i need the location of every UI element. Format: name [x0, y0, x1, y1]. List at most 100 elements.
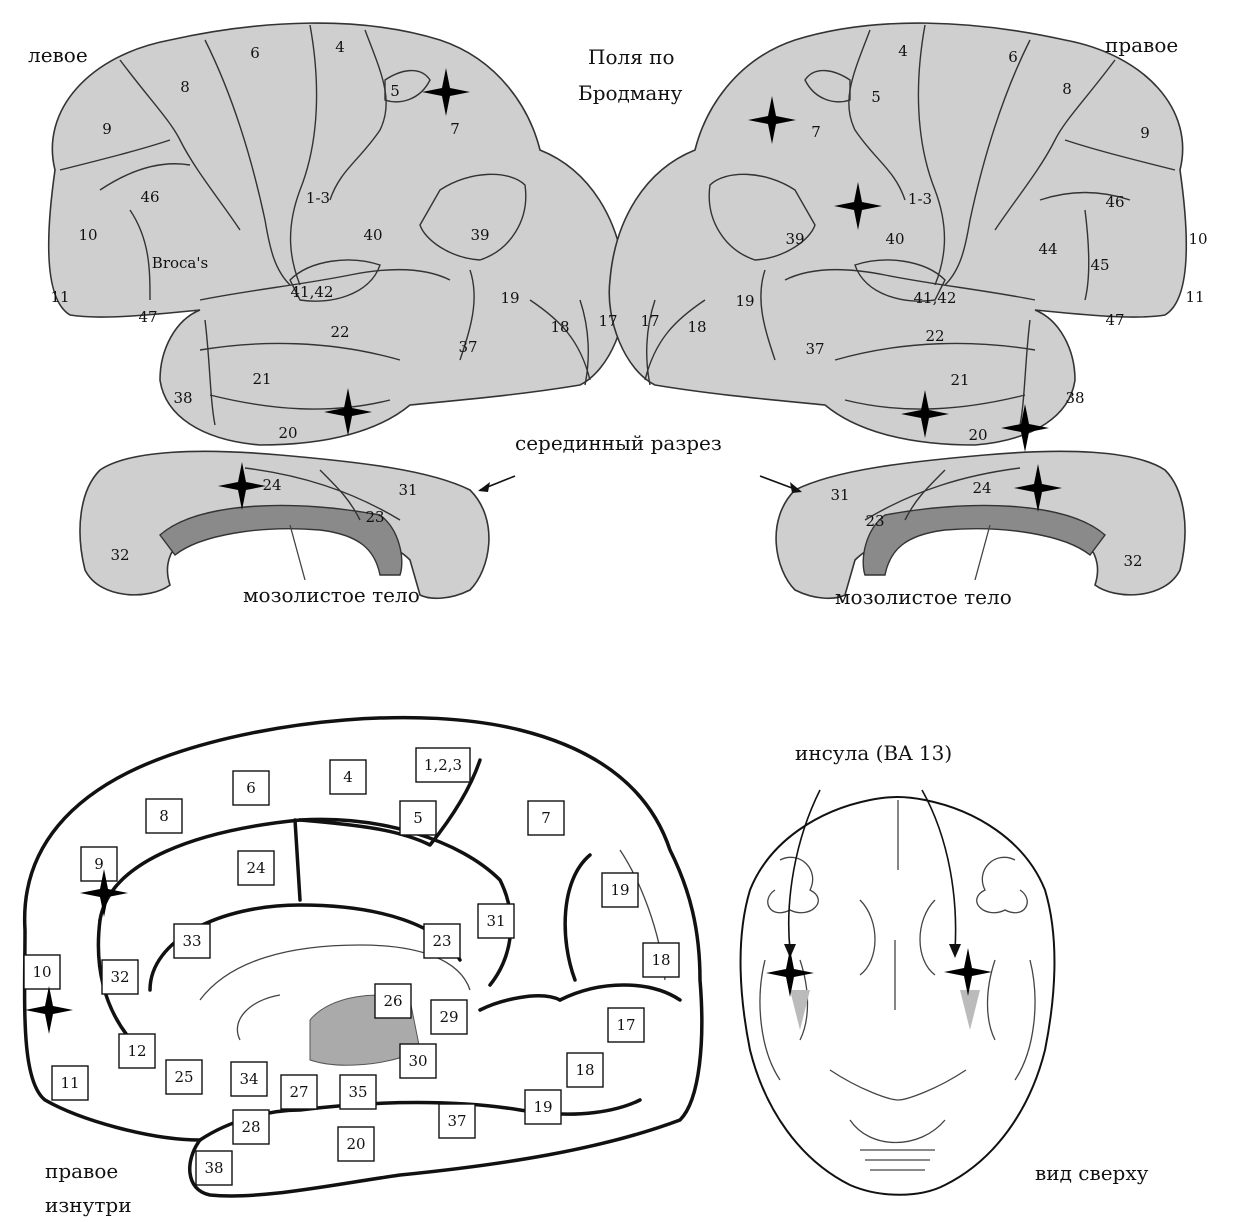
right-lateral-area-label: 6 [1008, 48, 1018, 66]
left-lateral-area-label: 18 [550, 318, 569, 336]
left-lateral-hemisphere [49, 23, 626, 445]
left-lateral-area-label: 11 [50, 288, 69, 306]
right-lateral-area-label: 7 [811, 123, 821, 141]
inner-view-area-box: 18 [643, 943, 679, 977]
left-lateral-area-label: 9 [102, 120, 112, 138]
inner-view-area-label: 19 [533, 1098, 552, 1116]
inner-view-area-label: 6 [246, 779, 256, 797]
title-line-1: Поля по [588, 45, 675, 69]
right-inside-caption-2: изнутри [45, 1193, 132, 1217]
left-lateral-area-label: 6 [250, 44, 260, 62]
inner-view-area-box: 5 [400, 801, 436, 835]
right-lateral-area-label: 20 [968, 426, 987, 444]
inner-view-area-label: 24 [246, 859, 265, 877]
left-corpus-callosum-caption: мозолистое тело [243, 583, 420, 607]
inner-view-area-label: 4 [343, 768, 353, 786]
inner-view-area-label: 31 [486, 912, 505, 930]
right-corpus-callosum [863, 505, 1105, 575]
inner-view-area-box: 20 [338, 1127, 374, 1161]
right-lateral-area-label: 19 [735, 292, 754, 310]
inner-view-area-label: 19 [610, 881, 629, 899]
right-lateral-area-label: 44 [1038, 240, 1057, 258]
inner-view-area-box: 26 [375, 984, 411, 1018]
right-lateral-area-label: 37 [805, 340, 824, 358]
inner-view-area-label: 18 [651, 951, 670, 969]
right-medial-area-label: 24 [972, 479, 991, 497]
left-lateral-area-label: 4 [335, 38, 345, 56]
inner-view-area-label: 26 [383, 992, 402, 1010]
medial-section-caption: серединный разрез [515, 431, 722, 455]
right-lateral-area-label: 5 [871, 88, 881, 106]
inner-view-area-box: 12 [119, 1034, 155, 1068]
inner-view-area-box: 1,2,3 [416, 748, 470, 782]
right-inside-caption-1: правое [45, 1159, 118, 1183]
activation-star-marker [25, 986, 73, 1034]
inner-view-area-label: 29 [439, 1008, 458, 1026]
right-lateral-area-label: 10 [1188, 230, 1207, 248]
left-medial-area-label: 31 [398, 481, 417, 499]
right-lateral-area-label: 11 [1185, 288, 1204, 306]
left-lateral-area-label: 37 [458, 338, 477, 356]
right-lateral-area-label: 41,42 [914, 289, 957, 307]
left-lateral-area-label: 39 [470, 226, 489, 244]
inner-view-area-label: 20 [346, 1135, 365, 1153]
title-line-2: Бродману [578, 81, 683, 105]
inner-view-area-label: 10 [32, 963, 51, 981]
inner-view-area-box: 10 [24, 955, 60, 989]
inner-view-area-label: 30 [408, 1052, 427, 1070]
left-lateral-area-label: 21 [252, 370, 271, 388]
inner-view-area-label: 1,2,3 [424, 756, 462, 774]
right-lateral-area-label: 47 [1105, 311, 1124, 329]
left-hemisphere-caption: левое [28, 43, 88, 67]
inner-view-area-box: 4 [330, 760, 366, 794]
inner-view-area-label: 33 [182, 932, 201, 950]
left-lateral-area-label: 8 [180, 78, 190, 96]
right-medial-area-label: 32 [1123, 552, 1142, 570]
right-lateral-area-label: 38 [1065, 389, 1084, 407]
left-lateral-area-label: 22 [330, 323, 349, 341]
left-lateral-area-label: 41,42 [291, 283, 334, 301]
right-medial-area-label: 31 [830, 486, 849, 504]
inner-view-area-box: 24 [238, 851, 274, 885]
right-hemisphere-caption: правое [1105, 33, 1178, 57]
right-lateral-area-label: 1-3 [908, 190, 932, 208]
inner-view-area-label: 7 [541, 809, 551, 827]
medial-section-arrows [478, 476, 802, 493]
inner-view-area-box: 34 [231, 1062, 267, 1096]
inner-view-area-label: 17 [616, 1016, 635, 1034]
inner-view-area-box: 7 [528, 801, 564, 835]
left-lateral-area-label: 40 [363, 226, 382, 244]
inner-view-area-box: 27 [281, 1075, 317, 1109]
inner-view-area-box: 30 [400, 1044, 436, 1078]
inner-view-area-box: 37 [439, 1104, 475, 1138]
left-lateral-area-label: 46 [140, 188, 159, 206]
inner-view-area-label: 38 [204, 1159, 223, 1177]
inner-view-area-box: 35 [340, 1075, 376, 1109]
left-lateral-area-label: 38 [173, 389, 192, 407]
inner-view-area-box: 6 [233, 771, 269, 805]
inner-view-area-box: 19 [525, 1090, 561, 1124]
right-medial-section [776, 451, 1185, 598]
inner-view-area-label: 9 [94, 855, 104, 873]
inner-view-area-box: 11 [52, 1066, 88, 1100]
right-lateral-area-label: 21 [950, 371, 969, 389]
left-medial-area-label: 32 [110, 546, 129, 564]
inner-view-area-box: 8 [146, 799, 182, 833]
left-lateral-area-label: 7 [450, 120, 460, 138]
insula-caption: инсула (BA 13) [795, 741, 952, 765]
left-medial-section [80, 451, 489, 598]
inner-view-area-box: 38 [196, 1151, 232, 1185]
inner-view-area-label: 34 [239, 1070, 258, 1088]
right-lateral-area-label: 18 [687, 318, 706, 336]
inner-view-area-label: 25 [174, 1068, 193, 1086]
inner-view-area-label: 12 [127, 1042, 146, 1060]
inner-view-area-label: 37 [447, 1112, 466, 1130]
inner-view-area-box: 32 [102, 960, 138, 994]
inner-view-area-box: 9 [81, 847, 117, 881]
right-lateral-area-label: 22 [925, 327, 944, 345]
right-lateral-area-label: 8 [1062, 80, 1072, 98]
left-lateral-area-label: 10 [78, 226, 97, 244]
inner-view-area-label: 18 [575, 1061, 594, 1079]
right-lateral-area-label: 9 [1140, 124, 1150, 142]
inner-view-area-label: 28 [241, 1118, 260, 1136]
